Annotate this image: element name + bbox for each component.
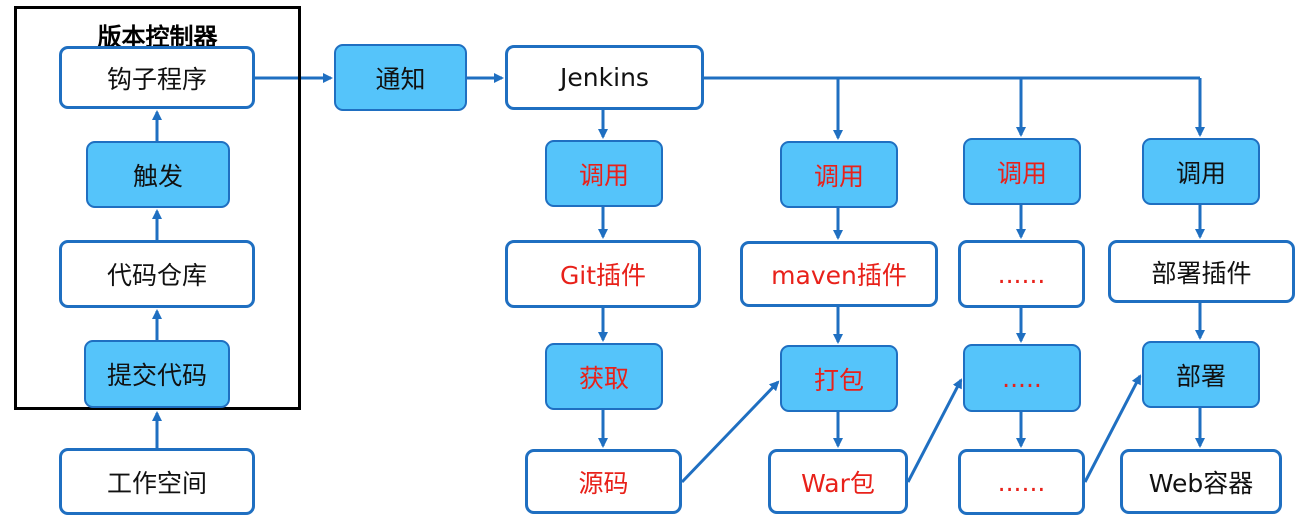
war-package-node: War包 xyxy=(768,449,908,514)
deploy-call-node: 调用 xyxy=(1142,138,1260,205)
git-plugin-node: Git插件 xyxy=(505,240,701,308)
hook-program-node: 钩子程序 xyxy=(59,46,255,109)
other-step-node: ..... xyxy=(963,344,1081,412)
maven-plugin-node: maven插件 xyxy=(740,241,938,307)
arrow-other-output-to-deploy xyxy=(1083,374,1142,483)
deploy-node: 部署 xyxy=(1142,341,1260,408)
other-call-node: 调用 xyxy=(963,138,1081,205)
deploy-plugin-node: 部署插件 xyxy=(1108,240,1295,303)
git-call-node: 调用 xyxy=(545,140,663,207)
code-repo-node: 代码仓库 xyxy=(59,240,255,308)
fetch-node: 获取 xyxy=(545,343,663,410)
trigger-node: 触发 xyxy=(86,141,230,208)
source-code-node: 源码 xyxy=(525,449,682,514)
notify-node: 通知 xyxy=(334,44,467,111)
other-output-node: ...... xyxy=(958,449,1085,515)
arrow-source-to-package xyxy=(680,380,780,484)
web-container-node: Web容器 xyxy=(1120,449,1282,514)
arrow-war-to-other-step xyxy=(906,378,963,483)
maven-call-node: 调用 xyxy=(780,141,898,208)
commit-code-node: 提交代码 xyxy=(84,340,230,408)
workspace-node: 工作空间 xyxy=(59,448,255,515)
jenkins-node: Jenkins xyxy=(505,45,704,110)
package-node: 打包 xyxy=(780,345,898,412)
other-plugin-node: ...... xyxy=(958,240,1085,308)
